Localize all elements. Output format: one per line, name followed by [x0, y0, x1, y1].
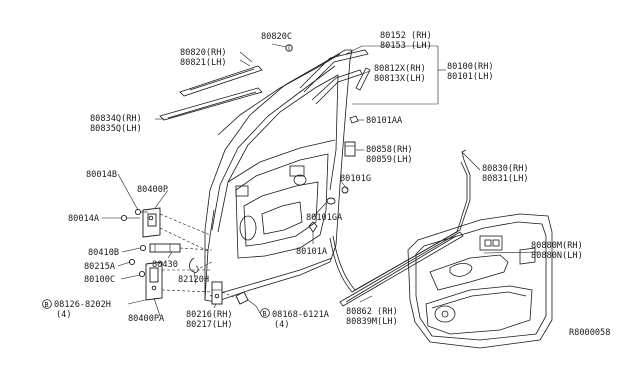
- lower-hinge-80400PA: [145, 261, 163, 301]
- svg-text:B: B: [45, 301, 49, 309]
- label-80880M: 80880M(RH): [531, 241, 583, 251]
- door-trim-panel-80880M: [407, 213, 553, 349]
- pin-80100C: [138, 270, 146, 278]
- hinge-80216: [211, 281, 223, 305]
- door-check-80430: [149, 243, 181, 253]
- moulding-strip-80834Q: [159, 87, 263, 121]
- label-80831: 80831(LH): [482, 174, 529, 184]
- part-80858-block: [344, 141, 356, 157]
- leader-lines: [102, 43, 541, 317]
- door-seal-80862: [339, 231, 464, 307]
- label-80830: 80830(RH): [482, 164, 529, 174]
- label-08168-qty: (4): [274, 320, 290, 330]
- label-80835Q: 80835Q(LH): [90, 124, 142, 134]
- label-80101A: 80101A: [296, 247, 328, 257]
- label-80100: 80100(RH): [447, 62, 494, 72]
- label-08126-qty: (4): [56, 310, 72, 320]
- part-80101AA-symbol: [349, 115, 359, 124]
- label-80215A: 80215A: [84, 262, 116, 272]
- label-80101GA: 80101GA: [306, 213, 343, 223]
- label-08126: 08126-8202H: [54, 300, 111, 310]
- upper-hinge-80400P: [142, 207, 161, 238]
- label-80101AA: 80101AA: [366, 116, 403, 126]
- label-80834Q: 80834Q(RH): [90, 114, 142, 124]
- label-80100C: 80100C: [84, 275, 115, 285]
- label-80400P: 80400P: [137, 185, 168, 195]
- label-80812X: 80812X(RH): [374, 64, 426, 74]
- label-80101G: 80101G: [340, 174, 371, 184]
- part-labels: 80820C 80820(RH) 80821(LH) 80152 (RH) 80…: [42, 31, 610, 338]
- door-shell-drawing: [204, 49, 353, 303]
- label-80430: 80430: [152, 260, 178, 270]
- clip-80820C: [285, 44, 293, 52]
- bolt-80014A: [120, 214, 140, 222]
- bolt-08168: [235, 291, 257, 307]
- diagram-code: R8000058: [569, 328, 610, 338]
- label-80820C: 80820C: [261, 32, 292, 42]
- pin-80215A: [128, 258, 136, 266]
- label-82120H: 82120H: [178, 275, 209, 285]
- label-80813X: 80813X(LH): [374, 74, 426, 84]
- label-80880N: 80880N(LH): [531, 251, 583, 261]
- label-80410B: 80410B: [88, 248, 119, 258]
- label-80821: 80821(LH): [180, 58, 227, 68]
- label-80152: 80152 (RH): [380, 31, 432, 41]
- part-80101GA: [326, 197, 336, 205]
- label-80839M: 80839M(LH): [346, 317, 398, 327]
- part-80101G: [341, 186, 349, 194]
- label-08168: 08168-6121A: [272, 310, 330, 320]
- weatherstrip-80830: [329, 149, 471, 293]
- glass-run-strip-80820: [179, 65, 263, 97]
- mounting-dashes: [159, 213, 237, 299]
- bolt-80014B: [134, 208, 148, 216]
- label-80014A: 80014A: [68, 214, 100, 224]
- bolt-symbol-08126: B: [42, 299, 52, 309]
- sash-moulding-80152: [299, 49, 371, 105]
- part-80101A: [308, 221, 318, 233]
- label-80216: 80216(RH): [186, 310, 233, 320]
- label-80820: 80820(RH): [180, 48, 227, 58]
- label-80014B: 80014B: [86, 170, 117, 180]
- bolt-symbol-08168: B: [260, 308, 270, 318]
- svg-text:B: B: [263, 310, 267, 318]
- label-80101: 80101(LH): [447, 72, 494, 82]
- label-80217: 80217(LH): [186, 320, 233, 330]
- label-80858: 80858(RH): [366, 145, 413, 155]
- label-80862: 80862 (RH): [346, 307, 398, 317]
- label-80153: 80153 (LH): [380, 41, 432, 51]
- label-80859: 80859(LH): [366, 155, 413, 165]
- pin-80410B: [139, 244, 147, 252]
- label-80400PA: 80400PA: [128, 314, 165, 324]
